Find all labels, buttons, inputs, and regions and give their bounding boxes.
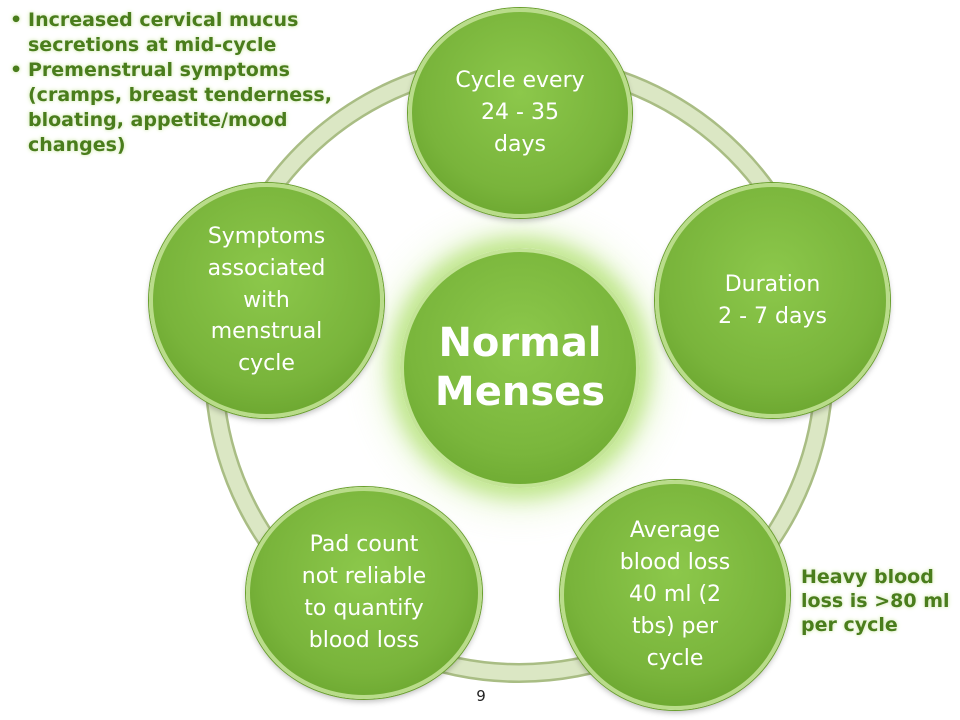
page-number: 9 [476, 687, 486, 705]
node-text-line: to quantify [304, 596, 424, 621]
node-text-line: 24 - 35 [481, 100, 559, 126]
node-text-line: menstrual [210, 319, 323, 345]
heavy-blood-loss-note: Heavy blood loss is >80 ml per cycle [801, 565, 956, 637]
node-duration: Duration 2 - 7 days [655, 183, 890, 418]
node-text-line: tbs) per [631, 613, 719, 639]
node-text-line: 40 ml (2 [628, 582, 722, 608]
node-text-line: days [494, 131, 546, 157]
node-text-line: Symptoms [207, 223, 326, 249]
node-text-line: Pad count [309, 532, 419, 558]
note-text-line: secretions at mid-cycle [28, 34, 277, 56]
node-pad-count: Pad count not reliable to quantify blood… [246, 487, 482, 699]
node-text-line: cycle [238, 351, 295, 377]
node-symptoms: Symptoms associated with menstrual cycle [149, 183, 384, 418]
note-text-line: Premenstrual symptoms [28, 59, 290, 81]
bullet-icon: • [10, 9, 23, 31]
symptom-notes-list: • Increased cervical mucus secretions at… [6, 8, 336, 158]
note-text-line: loss is >80 ml [801, 590, 950, 612]
note-text-line: Heavy blood [801, 566, 934, 588]
node-text-line: Average [629, 518, 721, 544]
node-text-line: associated [207, 255, 326, 281]
node-average-blood-loss: Average blood loss 40 ml (2 tbs) per cyc… [560, 480, 790, 710]
node-text-line: blood loss [619, 550, 731, 576]
note-text-line: per cycle [801, 614, 898, 636]
symptom-note-item: • Increased cervical mucus secretions at… [6, 8, 336, 58]
symptom-note-item: • Premenstrual symptoms (cramps, breast … [6, 58, 336, 158]
center-title-line: Menses [434, 369, 606, 415]
node-cycle-length: Cycle every 24 - 35 days [408, 8, 632, 218]
note-text-line: bloating, appetite/mood [28, 109, 288, 131]
note-text-line: (cramps, breast tenderness, [28, 84, 332, 106]
center-node-normal-menses: Normal Menses [400, 248, 640, 488]
node-text-line: with [243, 287, 290, 313]
node-text-line: blood loss [308, 627, 420, 653]
note-text-line: changes) [28, 134, 126, 156]
node-text-line: 2 - 7 days [718, 303, 827, 329]
node-text-line: cycle [646, 645, 704, 671]
center-title-line: Normal [438, 320, 602, 367]
node-text-line: Duration [724, 271, 821, 297]
note-text-line: Increased cervical mucus [28, 9, 299, 31]
bullet-icon: • [10, 59, 23, 81]
node-text-line: Cycle every [455, 68, 585, 94]
node-text-line: not reliable [301, 564, 427, 590]
